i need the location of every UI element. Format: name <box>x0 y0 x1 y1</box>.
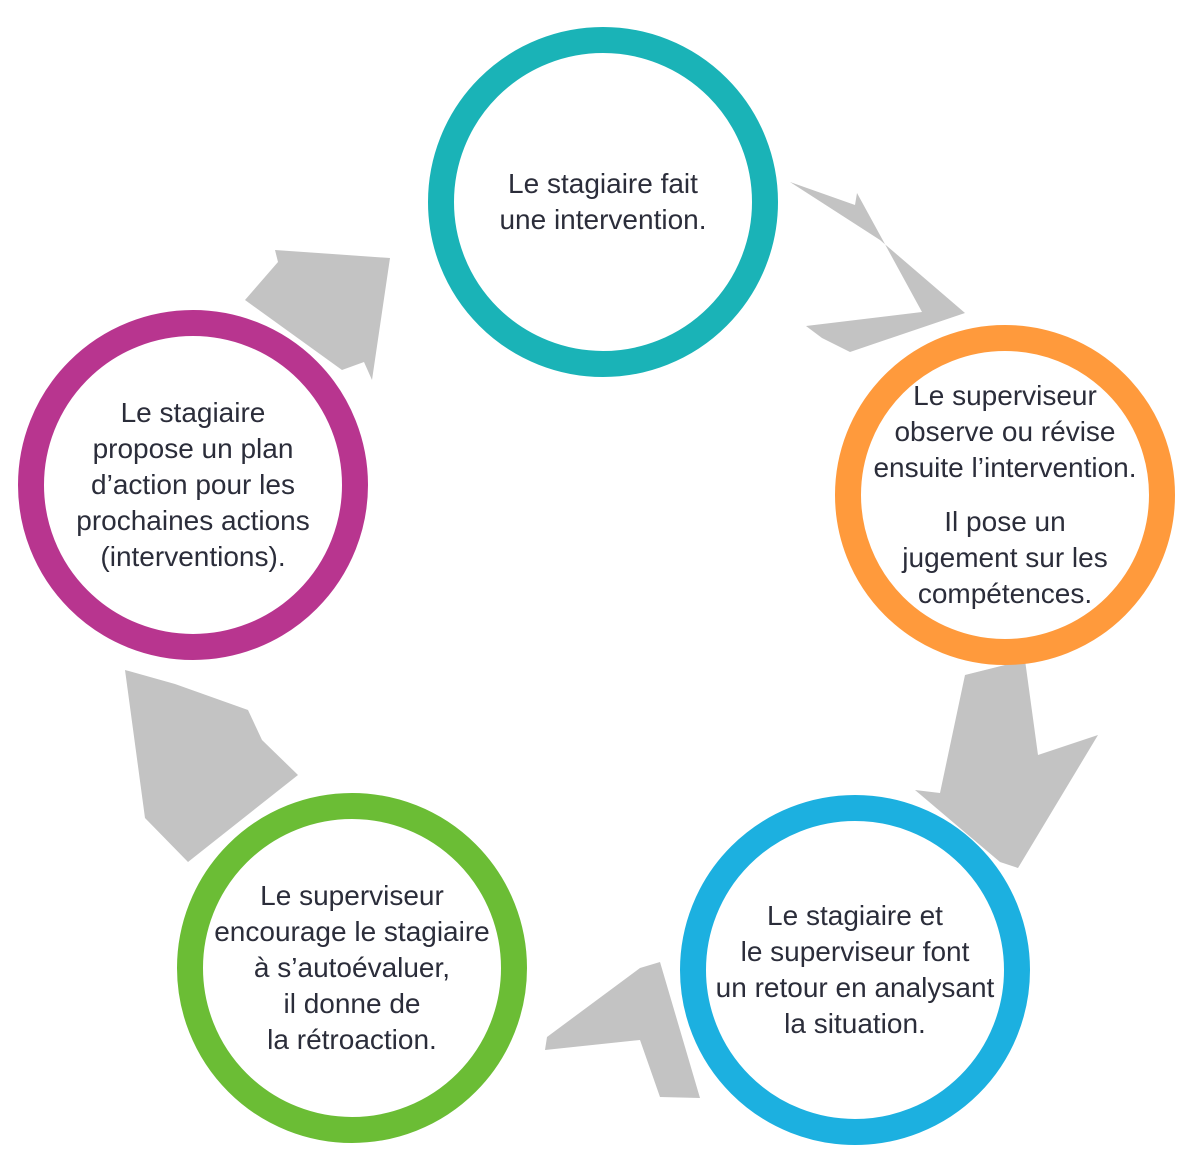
step-text-retour-p0-l2: un retour en analysant <box>716 972 995 1003</box>
step-text-plan-action-p0-l2: d’action pour les <box>91 469 295 500</box>
cycle-step-plan-action: Le stagiaire propose un plan d’action pour… <box>18 310 368 660</box>
step-text-retour-p0-l3: la situation. <box>784 1008 926 1039</box>
step-text-plan-action-p0-l0: Le stagiaire <box>121 397 266 428</box>
arrow-retour-to-autoevaluation <box>545 962 700 1098</box>
step-text-plan-action-p0-l1: propose un plan <box>93 433 294 464</box>
step-text-autoevaluation-p0-l4: la rétroaction. <box>267 1024 437 1055</box>
arrow-autoevaluation-to-plan <box>125 670 298 862</box>
step-text-plan-action-p0-l3: prochaines actions <box>76 505 309 536</box>
cycle-step-observation: Le superviseur observe ou révise ensuite l… <box>835 325 1175 665</box>
step-text-autoevaluation-p0-l2: à s’autoévaluer, <box>254 952 450 983</box>
step-text-observation-p1-l0: Il pose un <box>944 506 1065 537</box>
step-circle-intervention <box>428 27 778 377</box>
step-text-retour-p0-l1: le superviseur font <box>741 936 970 967</box>
step-circle-observation <box>835 325 1175 665</box>
step-circle-retour <box>680 795 1030 1145</box>
step-text-intervention-p0-l0: Le stagiaire fait <box>508 168 698 199</box>
step-text-retour-p0-l0: Le stagiaire et <box>767 900 943 931</box>
step-text-plan-action-p0-l4: (interventions). <box>100 541 285 572</box>
arrow-intervention-to-observation <box>790 182 965 352</box>
step-circle-plan-action <box>18 310 368 660</box>
step-text-observation-p0-l0: Le superviseur <box>913 380 1097 411</box>
step-text-intervention-p0-l1: une intervention. <box>499 204 706 235</box>
cycle-nodes: Le stagiaire fait une intervention. Le sup… <box>18 27 1175 1145</box>
step-text-observation-p0-l2: ensuite l’intervention. <box>873 452 1136 483</box>
step-text-autoevaluation-p0-l3: il donne de <box>283 988 420 1019</box>
step-text-autoevaluation-p0-l0: Le superviseur <box>260 880 444 911</box>
arrow-observation-to-retour <box>915 660 1098 868</box>
step-text-observation-p1-l2: compétences. <box>918 578 1092 609</box>
arrow-plan-to-intervention <box>245 250 390 380</box>
cycle-step-intervention: Le stagiaire fait une intervention. <box>428 27 778 377</box>
cycle-step-autoevaluation: Le superviseur encourage le stagiaire à s’… <box>177 793 527 1143</box>
step-text-autoevaluation-p0-l1: encourage le stagiaire <box>214 916 490 947</box>
step-text-observation-p0-l1: observe ou révise <box>894 416 1115 447</box>
step-circle-autoevaluation <box>177 793 527 1143</box>
cycle-arrows <box>125 182 1098 1098</box>
step-text-observation-p1-l1: jugement sur les <box>901 542 1107 573</box>
cycle-step-retour: Le stagiaire et le superviseur font un ret… <box>680 795 1030 1145</box>
